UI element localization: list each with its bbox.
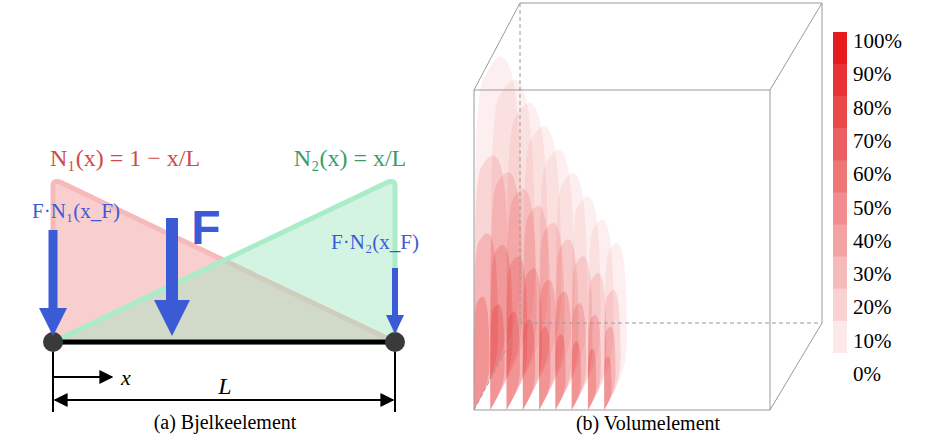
legend-swatch — [833, 64, 847, 97]
dimension-line — [55, 399, 393, 401]
isosurface-sheet — [604, 243, 627, 410]
isosurface-sheet — [539, 327, 550, 410]
legend-swatch — [833, 96, 847, 129]
legend-label: 50% — [853, 197, 892, 220]
beam-line — [53, 340, 395, 345]
legend-swatch — [833, 353, 847, 386]
isosurface-sheet — [588, 349, 596, 410]
dimension-tick — [52, 352, 54, 412]
isosurface-sheet — [604, 327, 615, 410]
legend-swatch — [833, 321, 847, 354]
isosurface-sheet — [490, 304, 504, 410]
isosurface-sheet — [572, 342, 581, 410]
isosurface-sheet — [555, 334, 565, 410]
isosurfaces — [474, 56, 627, 410]
cube-frame — [474, 3, 822, 410]
x-axis-arrow — [53, 376, 112, 378]
isosurface-sheet — [539, 280, 557, 410]
legend-label: 30% — [853, 264, 892, 287]
label: F·N₁(x_F) — [32, 200, 120, 223]
legend-label: 90% — [853, 64, 892, 87]
isosurface-sheet — [572, 303, 586, 410]
label: N₂(x) = x/L — [294, 145, 407, 171]
label: (a) Bjelkeelement — [154, 411, 297, 433]
legend-label: 70% — [853, 130, 892, 153]
legend-swatch — [833, 225, 847, 258]
legend-swatch — [833, 257, 847, 290]
dimension-tick — [394, 352, 396, 412]
legend-swatch — [833, 192, 847, 225]
label: (b) Volumelement — [576, 412, 720, 434]
legend-swatch — [833, 128, 847, 161]
isosurface-sheet — [555, 292, 571, 410]
legend-swatch — [833, 32, 847, 65]
label: F·N₂(x_F) — [331, 231, 419, 254]
legend-label: 80% — [853, 97, 892, 120]
isosurface-sheet — [523, 319, 535, 410]
legend-swatch — [833, 289, 847, 322]
legend-label: 100% — [853, 30, 902, 53]
isosurface-sheet — [588, 273, 607, 410]
label: x — [121, 366, 131, 390]
legend-label: 60% — [853, 164, 892, 187]
label: F — [191, 202, 220, 255]
label: L — [218, 373, 231, 399]
isosurface-sheet — [604, 290, 620, 410]
legend-label: 20% — [853, 297, 892, 320]
node-dot — [385, 332, 405, 352]
isosurface-sheet — [474, 297, 489, 410]
legend-label: 0% — [853, 363, 881, 386]
legend-label: 40% — [853, 230, 892, 253]
isosurface-sheet — [604, 357, 611, 410]
legend-label: 10% — [853, 330, 892, 353]
legend-swatch — [833, 160, 847, 193]
label: N₁(x) = 1 − x/L — [50, 145, 200, 171]
isosurface-sheet — [588, 315, 601, 410]
